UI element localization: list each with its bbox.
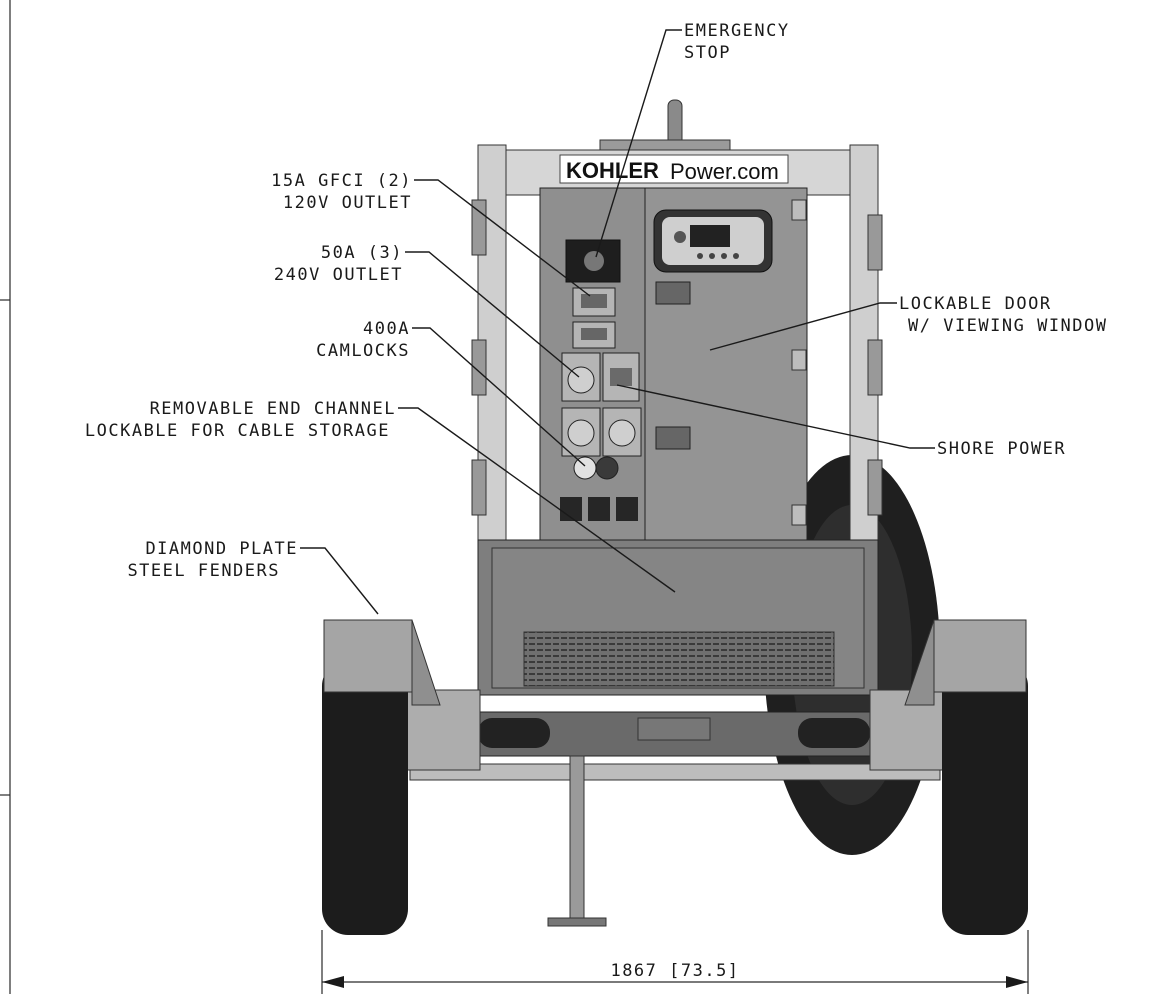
svg-text:CAMLOCKS: CAMLOCKS bbox=[316, 341, 410, 361]
callout-gfci-outlet: 15A GFCI (2) 120V OUTLET bbox=[271, 171, 412, 213]
lockable-door bbox=[644, 187, 808, 541]
svg-text:REMOVABLE END CHANNEL: REMOVABLE END CHANNEL bbox=[150, 399, 396, 419]
svg-text:STOP: STOP bbox=[684, 43, 731, 63]
kohler-logo: KOHLER bbox=[566, 158, 659, 183]
svg-text:15A GFCI (2): 15A GFCI (2) bbox=[271, 171, 412, 191]
lifting-eye bbox=[599, 99, 731, 153]
callout-fenders: DIAMOND PLATE STEEL FENDERS bbox=[127, 539, 298, 581]
emergency-stop-button bbox=[584, 251, 604, 271]
callout-shore-power: SHORE POWER bbox=[937, 439, 1066, 459]
kohler-domain: Power.com bbox=[670, 159, 779, 184]
svg-text:W/ VIEWING WINDOW: W/ VIEWING WINDOW bbox=[908, 316, 1108, 336]
svg-text:STEEL FENDERS: STEEL FENDERS bbox=[127, 561, 280, 581]
svg-text:SHORE POWER: SHORE POWER bbox=[937, 439, 1066, 459]
svg-text:400A: 400A bbox=[363, 319, 410, 339]
door-latch bbox=[655, 426, 691, 450]
callout-lockable-door: LOCKABLE DOOR W/ VIEWING WINDOW bbox=[899, 294, 1108, 336]
callout-emergency-stop: EMERGENCY STOP bbox=[684, 21, 790, 63]
dimension-label: 1867 [73.5] bbox=[610, 961, 739, 981]
width-dimension: 1867 [73.5] bbox=[321, 930, 1029, 994]
tail-light bbox=[798, 718, 870, 748]
svg-text:LOCKABLE DOOR: LOCKABLE DOOR bbox=[899, 294, 1052, 314]
end-channel-housing bbox=[477, 539, 879, 696]
svg-text:50A (3): 50A (3) bbox=[321, 243, 403, 263]
fenders bbox=[323, 619, 1027, 706]
control-panel bbox=[539, 187, 646, 541]
vent-grille bbox=[523, 631, 835, 687]
jack-stand bbox=[547, 755, 607, 927]
svg-text:240V OUTLET: 240V OUTLET bbox=[274, 265, 403, 285]
svg-text:DIAMOND PLATE: DIAMOND PLATE bbox=[145, 539, 298, 559]
door-latch bbox=[655, 281, 691, 305]
shore-power-inlet bbox=[602, 352, 640, 402]
camlock bbox=[588, 497, 610, 521]
svg-text:120V OUTLET: 120V OUTLET bbox=[283, 193, 412, 213]
callout-leaders bbox=[300, 29, 935, 615]
wheels bbox=[322, 660, 1028, 935]
camlock bbox=[573, 456, 597, 480]
door-hinge bbox=[791, 504, 807, 526]
rear-bumper bbox=[451, 711, 897, 757]
camlock bbox=[616, 497, 638, 521]
door-hinge bbox=[791, 349, 807, 371]
camlock bbox=[560, 497, 582, 521]
svg-text:EMERGENCY: EMERGENCY bbox=[684, 21, 790, 41]
door-hinge bbox=[791, 199, 807, 221]
camlock bbox=[595, 456, 619, 480]
callout-outlet-50a: 50A (3) 240V OUTLET bbox=[274, 243, 403, 285]
tail-light bbox=[478, 718, 550, 748]
svg-text:LOCKABLE FOR CABLE STORAGE: LOCKABLE FOR CABLE STORAGE bbox=[85, 421, 390, 441]
callout-end-channel: REMOVABLE END CHANNEL LOCKABLE FOR CABLE… bbox=[85, 399, 396, 441]
callout-camlocks: 400A CAMLOCKS bbox=[316, 319, 410, 361]
